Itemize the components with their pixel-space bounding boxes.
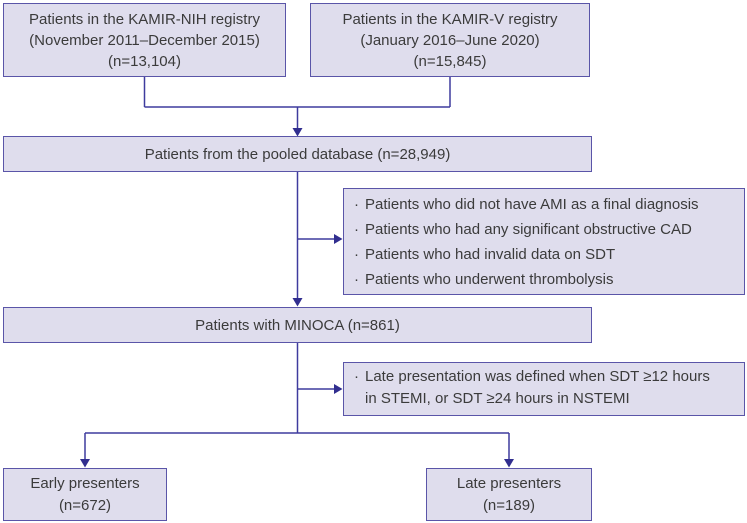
box-late-presentation-definition: · Late presentation was defined when SDT… (343, 362, 745, 416)
early-presenters-label: Early presenters (30, 474, 140, 492)
exclusion-item-text: Patients who underwent thrombolysis (365, 271, 614, 288)
late-presenters-count: (n=189) (482, 496, 536, 514)
connector-to-exclusions (297, 234, 343, 244)
late-definition-line1: Late presentation was defined when SDT ≥… (365, 368, 710, 385)
kamir-v-line1: Patients in the KAMIR-V registry (342, 10, 558, 28)
connector-pooled-to-minoca (292, 172, 303, 307)
early-presenters-count: (n=672) (58, 496, 112, 514)
arrow-down-icon (292, 128, 303, 137)
exclusion-item: · Patients who had any significant obstr… (354, 217, 738, 242)
minoca-label: Patients with MINOCA (n=861) (195, 316, 400, 334)
box-late-presenters: Late presenters (n=189) (426, 468, 592, 521)
exclusion-item-text: Patients who did not have AMI as a final… (365, 196, 699, 213)
bullet-dot: · (354, 271, 359, 288)
box-exclusion-criteria: · Patients who did not have AMI as a fin… (343, 188, 745, 295)
bullet-dot: · (354, 246, 359, 263)
late-presenters-label: Late presenters (456, 474, 562, 492)
box-kamir-nih-registry: Patients in the KAMIR-NIH registry (Nove… (3, 3, 286, 77)
late-definition-line2: in STEMI, or SDT ≥24 hours in NSTEMI (365, 390, 630, 407)
arrow-right-icon (334, 234, 343, 244)
late-definition-text: Late presentation was defined when SDT ≥… (365, 366, 738, 410)
exclusion-item: · Patients who had invalid data on SDT (354, 242, 738, 267)
box-pooled-database: Patients from the pooled database (n=28,… (3, 136, 592, 172)
arrow-down-icon (292, 298, 303, 307)
kamir-v-count: (n=15,845) (413, 52, 487, 70)
box-minoca: Patients with MINOCA (n=861) (3, 307, 592, 343)
arrow-down-icon (80, 459, 90, 468)
exclusion-item: · Patients who underwent thrombolysis (354, 267, 738, 292)
arrow-down-icon (504, 459, 514, 468)
box-early-presenters: Early presenters (n=672) (3, 468, 167, 521)
bullet-dot: · (354, 196, 359, 213)
exclusion-item-text: Patients who had any significant obstruc… (365, 221, 692, 238)
pooled-label: Patients from the pooled database (n=28,… (144, 145, 451, 163)
exclusion-item-text: Patients who had invalid data on SDT (365, 246, 616, 263)
kamir-nih-count: (n=13,104) (108, 52, 181, 70)
bullet-dot: · (354, 368, 359, 385)
connector-to-late-definition (297, 384, 343, 394)
box-kamir-v-registry: Patients in the KAMIR-V registry (Januar… (310, 3, 590, 77)
kamir-v-line2: (January 2016–June 2020) (360, 31, 540, 49)
exclusion-item: · Patients who did not have AMI as a fin… (354, 192, 738, 217)
kamir-nih-line1: Patients in the KAMIR-NIH registry (29, 10, 260, 28)
arrow-right-icon (334, 384, 343, 394)
kamir-nih-line2: (November 2011–December 2015) (29, 31, 260, 49)
late-definition-item: · Late presentation was defined when SDT… (354, 366, 738, 410)
connector-split-to-presenters (80, 432, 514, 468)
bullet-dot: · (354, 221, 359, 238)
connector-merge-to-pooled (143, 77, 451, 137)
